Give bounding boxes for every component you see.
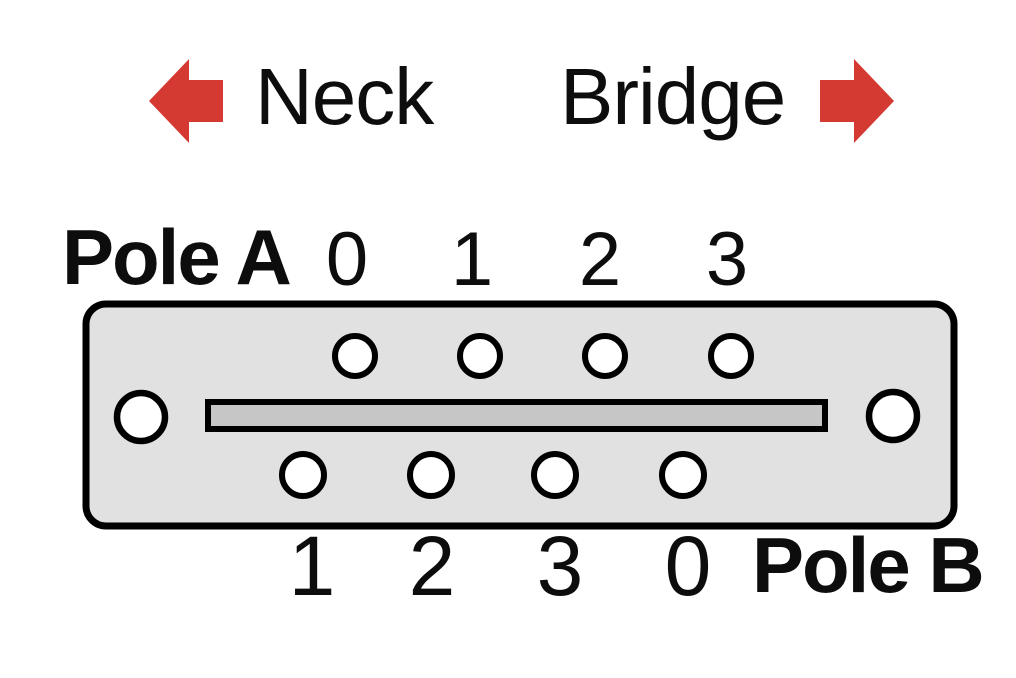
pole-a-terminal-number: 0	[325, 217, 369, 302]
pole-a-terminal-number: 3	[705, 217, 749, 302]
pole-b-terminal-number: 1	[288, 519, 336, 613]
pole-a-label: Pole A	[62, 213, 292, 301]
neck-direction-label: Neck	[255, 52, 434, 141]
pole-b-label: Pole B	[752, 521, 985, 609]
pole-b-terminal-3	[531, 451, 579, 499]
pole-a-terminal-2	[582, 333, 628, 379]
pole-b-terminal-number: 3	[536, 519, 584, 613]
bridge-direction-label: Bridge	[560, 52, 786, 141]
pole-b-terminal-0	[659, 451, 707, 499]
switch-body-graphic	[82, 300, 958, 530]
pole-a-terminal-0	[332, 333, 378, 379]
mounting-hole-right	[865, 388, 921, 444]
arrow-right-icon	[820, 59, 894, 143]
pole-b-terminal-number: 0	[664, 519, 712, 613]
pole-b-terminal-number: 2	[408, 519, 456, 613]
pole-b-terminal-1	[279, 451, 327, 499]
pole-a-terminal-3	[708, 333, 754, 379]
pole-a-terminal-number: 1	[450, 217, 494, 302]
pole-b-terminal-2	[407, 451, 455, 499]
lever-slot	[205, 399, 828, 432]
pole-a-terminal-1	[457, 333, 503, 379]
mounting-hole-left	[113, 389, 169, 445]
arrow-left-icon	[149, 59, 223, 143]
pole-a-terminal-number: 2	[578, 217, 622, 302]
